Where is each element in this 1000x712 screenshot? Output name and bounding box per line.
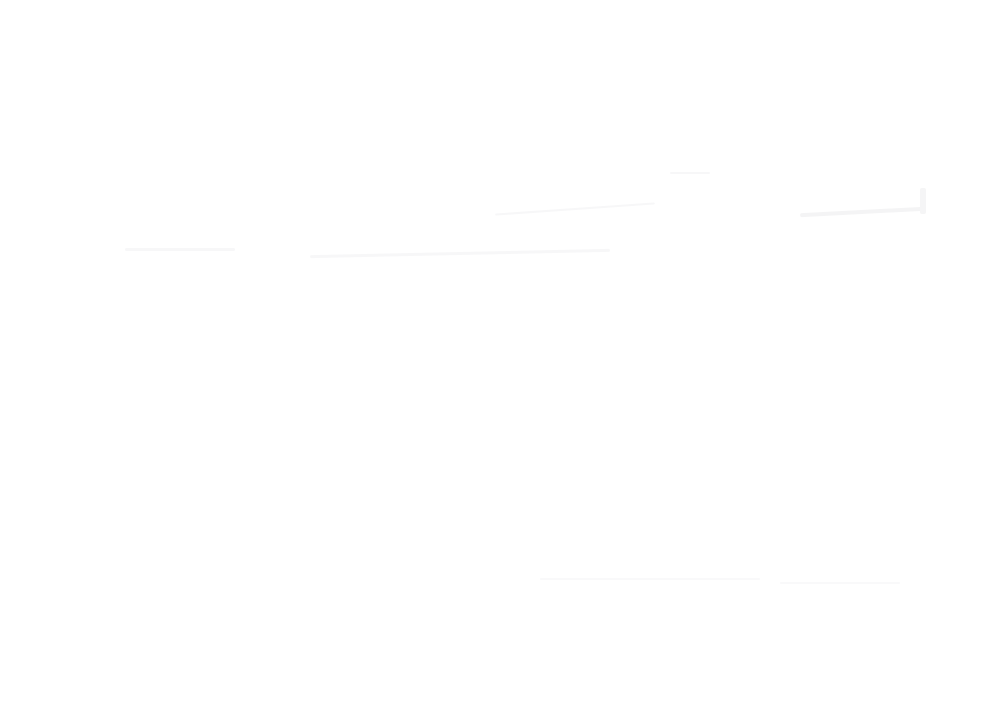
faint-stroke: [540, 578, 760, 580]
faint-stroke: [920, 188, 926, 214]
faint-stroke: [125, 248, 235, 251]
faint-stroke: [310, 248, 610, 259]
faint-stroke: [670, 172, 710, 174]
faint-stroke: [780, 582, 900, 584]
faint-stroke: [799, 206, 926, 218]
faint-stroke: [495, 202, 655, 216]
